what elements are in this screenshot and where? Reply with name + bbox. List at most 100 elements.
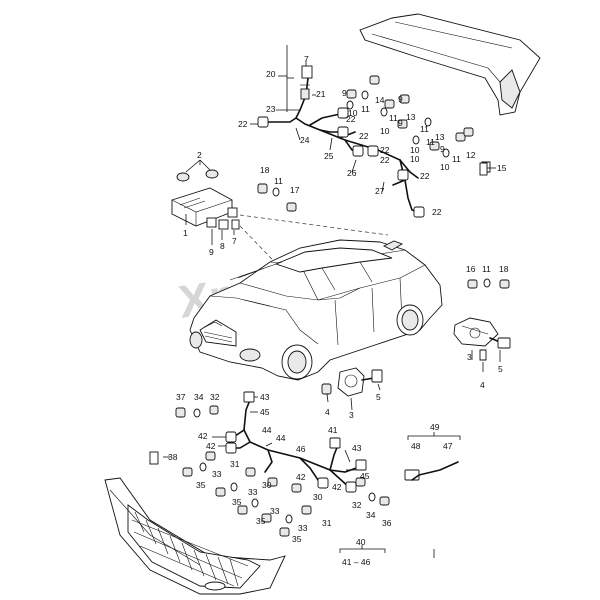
callout-11-c: 11 [420,124,429,134]
rear-parking-sensors [346,75,491,173]
rear-wiring-harness [257,45,425,218]
callout-22-e: 22 [380,155,390,165]
control-unit-assembly [171,159,297,230]
callout-14: 14 [375,95,385,105]
callout-23: 23 [266,104,276,114]
callout-45-b: 45 [360,471,370,481]
callout-32-a: 32 [210,392,220,402]
callout-43-a: 43 [260,392,270,402]
callout-34-a: 34 [194,392,204,402]
callout-15: 15 [497,163,507,173]
callout-30-a: 30 [262,480,272,490]
callout-7-left: 7 [232,236,237,246]
callout-9-c: 9 [398,118,403,128]
callout-5-center: 5 [376,392,381,402]
callout-25: 25 [324,151,334,161]
callout-41-46: 41 – 46 [342,557,371,567]
callout-49: 49 [430,422,440,432]
callout-45-a: 45 [260,407,270,417]
link-line-control-car [239,214,389,236]
callout-43-b: 43 [352,443,362,453]
callout-11-f: 11 [274,176,283,186]
callout-41: 41 [328,425,338,435]
callout-11-g: 11 [482,264,491,274]
callout-10-c: 10 [410,145,420,155]
callout-31-a: 31 [230,459,240,469]
callout-10-d: 10 [410,154,420,164]
callout-24: 24 [300,135,310,145]
callout-9-d: 9 [440,144,445,154]
front-sensor-bracket [321,367,383,397]
callout-31-b: 31 [322,518,332,528]
callout-40: 40 [356,537,366,547]
callout-7-top: 7 [304,54,309,64]
callout-13-a: 13 [406,112,416,122]
rear-bumper [359,13,541,116]
front-bumper [104,477,286,595]
callout-35-c: 35 [256,516,266,526]
callout-42-a: 42 [198,431,208,441]
callout-33-d: 33 [298,523,308,533]
callout-2: 2 [197,150,202,160]
callout-27: 27 [375,186,385,196]
callout-18-a: 18 [260,165,270,175]
callout-36: 36 [382,518,392,528]
callout-13-b: 13 [435,132,445,142]
callout-35-b: 35 [232,497,242,507]
callout-33-a: 33 [212,469,222,479]
callout-22-left: 22 [238,119,248,129]
callout-47: 47 [443,441,453,451]
front-sensor-parts [175,405,459,537]
part-15-box [479,162,488,176]
callout-35-a: 35 [196,480,206,490]
wiring-kit-49 [407,432,461,440]
callout-3-right: 3 [467,352,472,362]
callout-46: 46 [296,444,306,454]
callout-10-b: 10 [380,126,390,136]
callout-35-d: 35 [292,534,302,544]
callout-33-c: 33 [270,506,280,516]
bracket-40-41-46 [339,545,386,553]
callout-20: 20 [266,69,276,79]
callout-9-e: 9 [209,247,214,257]
callout-42-c: 42 [296,472,306,482]
callout-42-d: 42 [332,482,342,492]
callout-22-b: 22 [346,114,356,124]
callout-3-center: 3 [349,410,354,420]
callout-labels: 20 7 21 23 22 24 9 14 11 10 9 11 10 22 2… [168,54,509,567]
callout-21: 21 [316,89,326,99]
callout-18-b: 18 [499,264,509,274]
callout-16: 16 [466,264,476,274]
callout-34-b: 34 [366,510,376,520]
callout-4-right: 4 [480,380,485,390]
part-38-box [149,451,159,465]
leader-lines [163,60,501,558]
callout-30-b: 30 [313,492,323,502]
callout-11-d: 11 [426,137,435,147]
callout-26: 26 [347,168,357,178]
car-illustration [189,239,443,381]
callout-22-f: 22 [420,171,430,181]
callout-11-e: 11 [452,154,461,164]
callout-9-a: 9 [342,88,347,98]
callout-48: 48 [411,441,421,451]
callout-44-b: 44 [276,433,286,443]
callout-4-center: 4 [325,407,330,417]
callout-1: 1 [183,228,188,238]
side-sensor-parts [453,278,511,361]
callout-9-b: 9 [398,94,403,104]
callout-8: 8 [220,241,225,251]
callout-22-c: 22 [359,131,369,141]
callout-32-b: 32 [352,500,362,510]
callout-22-d: 22 [380,145,390,155]
callout-12: 12 [466,150,476,160]
callout-42-b: 42 [206,441,216,451]
callout-11-b: 11 [389,113,398,123]
callout-37: 37 [176,392,186,402]
callout-38: 38 [168,452,178,462]
callout-17: 17 [290,185,300,195]
callout-10-a: 10 [348,108,358,118]
callout-22-g: 22 [432,207,442,217]
callout-5-right: 5 [498,364,503,374]
